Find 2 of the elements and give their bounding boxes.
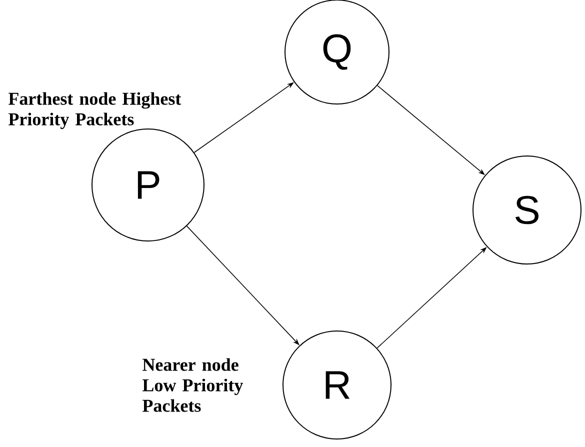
node-caption: Nearer node Low Priority Packets [142, 358, 244, 412]
node-caption: Farthest node Highest Priority Packets [8, 92, 182, 130]
